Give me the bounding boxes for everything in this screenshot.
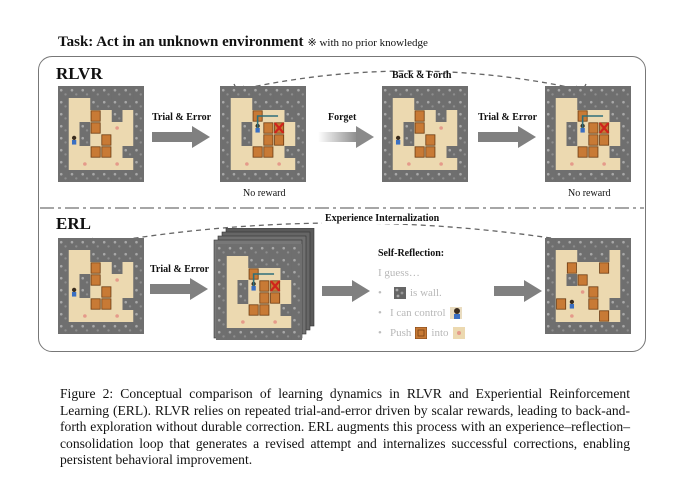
box-icon [588,146,599,158]
reflection-item-control-text: I can control [390,307,446,319]
erl-grid-solved [545,238,631,334]
rlvr-grid-attempt-2 [545,86,631,182]
reflection-item-push: • Push into [378,323,498,343]
forget-label: Forget [328,112,357,123]
back-forth-label: Back & Forth [392,70,452,81]
player-icon [395,135,401,145]
wall-tile-icon [394,287,406,299]
self-reflection-title: Self-Reflection: [378,248,445,259]
box-icon [599,134,610,146]
box-icon [270,292,281,304]
erl-trial-error-label: Trial & Error [150,264,210,275]
box-icon [101,298,112,310]
box-icon [588,286,599,298]
reflection-item-wall: • is wall. [378,283,498,303]
rlvr-trial-error-arrow-1 [152,126,210,148]
box-icon [90,122,101,134]
box-icon [566,262,577,274]
rlvr-grid-initial [58,86,144,182]
reflection-item-push-text: Push [390,327,412,339]
no-reward-label-1: No reward [243,188,286,199]
erl-grid-initial [58,238,144,334]
box-icon [425,134,436,146]
box-icon [588,298,599,310]
box-icon [263,146,274,158]
rlvr-trial-error-arrow-2 [478,126,536,148]
experience-internalization-label: Experience Internalization [322,213,443,224]
box-icon [599,310,610,322]
box-icon [259,280,270,292]
box-icon [90,298,101,310]
box-icon [415,327,428,339]
rlvr-label: RLVR [56,64,103,83]
task-title-text: Task: Act in an unknown environment [58,34,304,50]
bullet-icon: • [378,327,382,339]
reflection-item-control: • I can control [378,303,498,323]
box-icon [90,262,101,274]
task-title: Task: Act in an unknown environment※ wit… [58,34,428,51]
box-icon [425,146,436,158]
box-icon [274,134,285,146]
rlvr-grid-attempt-1 [220,86,306,182]
box-icon [90,110,101,122]
forget-arrow [318,126,374,148]
player-icon [449,307,462,319]
self-reflection-list: • is wall. • I can control • Push into [378,283,498,343]
box-icon [414,110,425,122]
box-icon [248,304,259,316]
box-icon [252,146,263,158]
bullet-icon: • [378,307,382,319]
no-reward-label-2: No reward [568,188,611,199]
reflection-item-push-into: into [431,327,449,339]
erl-grid-trial [216,244,302,340]
box-icon [90,274,101,286]
player-icon [71,287,77,297]
reflection-arrow [322,280,370,302]
box-icon [556,298,567,310]
box-icon [263,122,274,134]
self-reflection-guess: I guess… [378,267,420,279]
rlvr-grid-reset [382,86,468,182]
box-icon [414,146,425,158]
rlvr-trial-error-label-1: Trial & Error [152,112,212,123]
box-icon [101,134,112,146]
box-icon [263,134,274,146]
box-icon [90,146,101,158]
consolidate-arrow [494,280,542,302]
player-icon [569,299,575,309]
box-icon [101,146,112,158]
box-icon [414,122,425,134]
box-icon [259,304,270,316]
box-icon [588,134,599,146]
bullet-icon: • [378,287,382,299]
box-icon [101,286,112,298]
box-icon [577,274,588,286]
reflection-item-wall-text: is wall. [410,287,442,299]
goal-dot-icon [452,327,465,339]
erl-label: ERL [56,214,91,233]
rlvr-trial-error-label-2: Trial & Error [478,112,538,123]
box-icon [259,292,270,304]
player-icon [71,135,77,145]
row-separator [40,207,644,209]
figure-caption: Figure 2: Conceptual comparison of learn… [60,386,630,467]
erl-trial-error-arrow [150,278,208,300]
box-icon [577,146,588,158]
box-icon [588,122,599,134]
box-icon [599,262,610,274]
task-note: ※ with no prior knowledge [307,37,428,49]
self-reflection-block: Self-Reflection: I guess… • is wall. • I… [378,248,498,343]
